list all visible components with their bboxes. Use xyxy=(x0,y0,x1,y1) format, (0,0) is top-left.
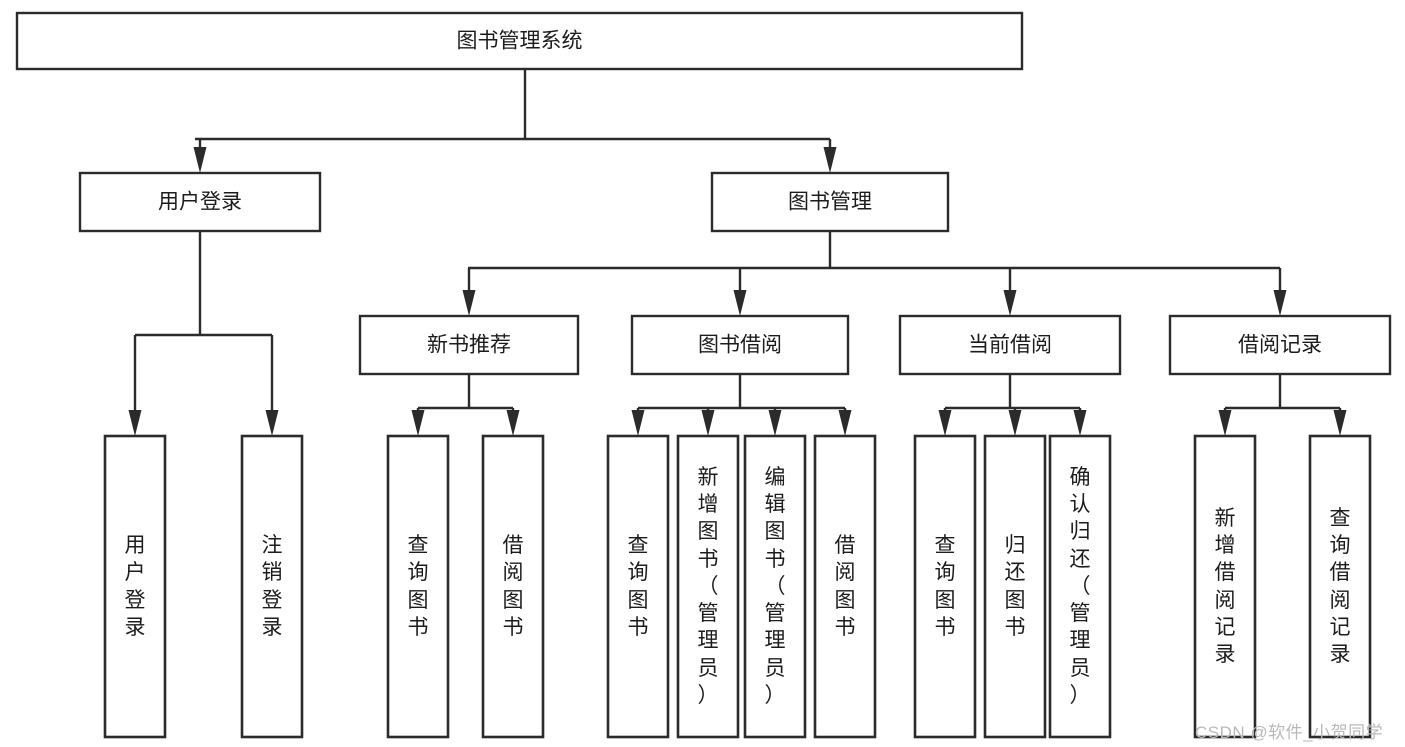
node-label: 图书管理系统 xyxy=(457,30,583,53)
edge-arrowhead xyxy=(462,290,476,316)
edge-arrowhead xyxy=(631,410,645,436)
node-rect[interactable] xyxy=(813,434,877,739)
node-user-login[interactable] xyxy=(78,171,322,233)
node-rect[interactable] xyxy=(481,434,545,739)
node-rect[interactable] xyxy=(78,171,322,233)
node-rect[interactable] xyxy=(1048,434,1112,739)
edge-arrowhead xyxy=(733,290,747,316)
edge-arrowhead xyxy=(838,410,852,436)
node-borrow-record[interactable] xyxy=(1168,314,1392,376)
edge-arrowhead xyxy=(128,410,142,436)
node-label: 当前借阅 xyxy=(968,334,1052,357)
edge-arrowhead xyxy=(1333,410,1347,436)
node-rect[interactable] xyxy=(103,434,167,739)
node-leaf-borrow-book-2[interactable] xyxy=(813,434,877,739)
edge-arrowhead xyxy=(1073,410,1087,436)
node-label: 图书借阅 xyxy=(698,334,782,357)
node-rect[interactable] xyxy=(1168,314,1392,376)
edge-arrowhead xyxy=(701,410,715,436)
node-rect[interactable] xyxy=(15,11,1024,71)
node-leaf-user-login[interactable] xyxy=(103,434,167,739)
node-current-borrow[interactable] xyxy=(898,314,1122,376)
node-book-manage[interactable] xyxy=(710,171,950,233)
edge-arrowhead xyxy=(1003,290,1017,316)
node-leaf-add-book[interactable] xyxy=(676,434,740,739)
node-rect[interactable] xyxy=(710,171,950,233)
edge-arrowhead xyxy=(1008,410,1022,436)
node-root-system[interactable] xyxy=(15,11,1024,71)
node-rect[interactable] xyxy=(240,434,304,739)
node-rect[interactable] xyxy=(606,434,670,739)
node-rect[interactable] xyxy=(743,434,807,739)
node-label: 图书管理 xyxy=(788,191,872,214)
edge-arrowhead xyxy=(411,410,425,436)
node-rect[interactable] xyxy=(898,314,1122,376)
node-rect[interactable] xyxy=(358,314,580,376)
edge-arrowhead xyxy=(768,410,782,436)
node-leaf-query-record[interactable] xyxy=(1308,434,1372,739)
node-book-borrow[interactable] xyxy=(630,314,850,376)
node-leaf-edit-book[interactable] xyxy=(743,434,807,739)
node-rect[interactable] xyxy=(630,314,850,376)
node-new-book-rec[interactable] xyxy=(358,314,580,376)
edge-arrowhead xyxy=(193,147,207,173)
node-rect[interactable] xyxy=(913,434,977,739)
node-label: 用户登录 xyxy=(158,191,242,214)
edge-arrowhead xyxy=(265,410,279,436)
node-leaf-add-record[interactable] xyxy=(1193,434,1257,739)
edge-layer xyxy=(128,69,1347,436)
node-label: 新书推荐 xyxy=(427,334,511,357)
node-leaf-confirm-return[interactable] xyxy=(1048,434,1112,739)
node-rect[interactable] xyxy=(1193,434,1257,739)
edge-arrowhead xyxy=(823,147,837,173)
node-leaf-return-book[interactable] xyxy=(983,434,1047,739)
node-rect[interactable] xyxy=(983,434,1047,739)
node-rect[interactable] xyxy=(1308,434,1372,739)
node-leaf-logout[interactable] xyxy=(240,434,304,739)
edge-arrowhead xyxy=(1218,410,1232,436)
node-box-layer xyxy=(15,11,1392,739)
node-rect[interactable] xyxy=(386,434,450,739)
edge-arrowhead xyxy=(1273,290,1287,316)
edge-arrowhead xyxy=(938,410,952,436)
node-leaf-query-book-3[interactable] xyxy=(913,434,977,739)
edge-arrowhead xyxy=(506,410,520,436)
node-leaf-query-book-1[interactable] xyxy=(386,434,450,739)
node-leaf-query-book-2[interactable] xyxy=(606,434,670,739)
node-rect[interactable] xyxy=(676,434,740,739)
node-leaf-borrow-book-1[interactable] xyxy=(481,434,545,739)
node-label: 借阅记录 xyxy=(1238,334,1322,357)
